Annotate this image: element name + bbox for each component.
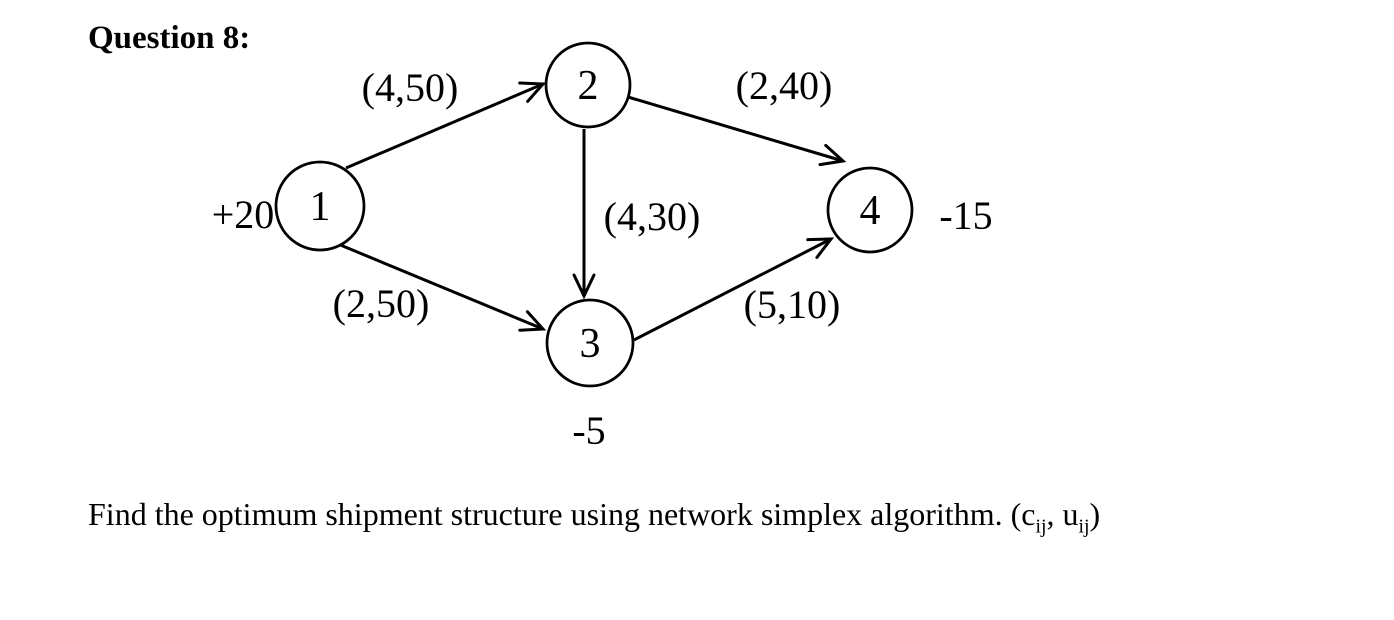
edge-3-4-label: (5,10): [744, 282, 841, 327]
edge-1-3: [337, 242, 547, 332]
instruction-part2: , u: [1046, 496, 1079, 532]
network-diagram: (4,50) (2,40) (4,30) (2,50) (5,10) 1 +20…: [212, 41, 993, 453]
edge-2-3-label: (4,30): [604, 194, 701, 239]
node-3-circle: [545, 298, 635, 388]
edge-2-4: [627, 95, 847, 167]
node-2: 2: [544, 41, 632, 129]
node-1-supply: +20: [212, 192, 275, 237]
edge-1-3-label: (2,50): [333, 281, 430, 326]
instruction-text: Find the optimum shipment structure usin…: [88, 496, 1101, 536]
instruction-sub-ij-1: ij: [1035, 515, 1047, 538]
edge-1-2: [345, 81, 547, 170]
edge-3-4: [633, 237, 835, 342]
edge-1-2-label: (4,50): [362, 65, 459, 110]
node-3-label: 3: [580, 321, 601, 367]
node-3-supply: -5: [572, 408, 605, 453]
question-title: Question 8:: [88, 20, 251, 56]
node-1-label: 1: [310, 184, 331, 230]
node-4-circle: [826, 166, 914, 254]
edge-2-4-label: (2,40): [736, 63, 833, 108]
node-2-label: 2: [578, 63, 599, 109]
instruction-sub-ij-2: ij: [1078, 515, 1090, 538]
node-2-circle: [544, 41, 632, 129]
node-1-circle: [274, 160, 366, 252]
node-1: 1 +20: [212, 160, 366, 252]
node-4-supply: -15: [939, 193, 992, 238]
node-4: 4 -15: [826, 166, 993, 254]
instruction-part3: ): [1089, 496, 1101, 532]
instruction-part1: Find the optimum shipment structure usin…: [88, 496, 1036, 532]
node-4-label: 4: [860, 188, 881, 234]
node-3: 3 -5: [545, 298, 635, 453]
